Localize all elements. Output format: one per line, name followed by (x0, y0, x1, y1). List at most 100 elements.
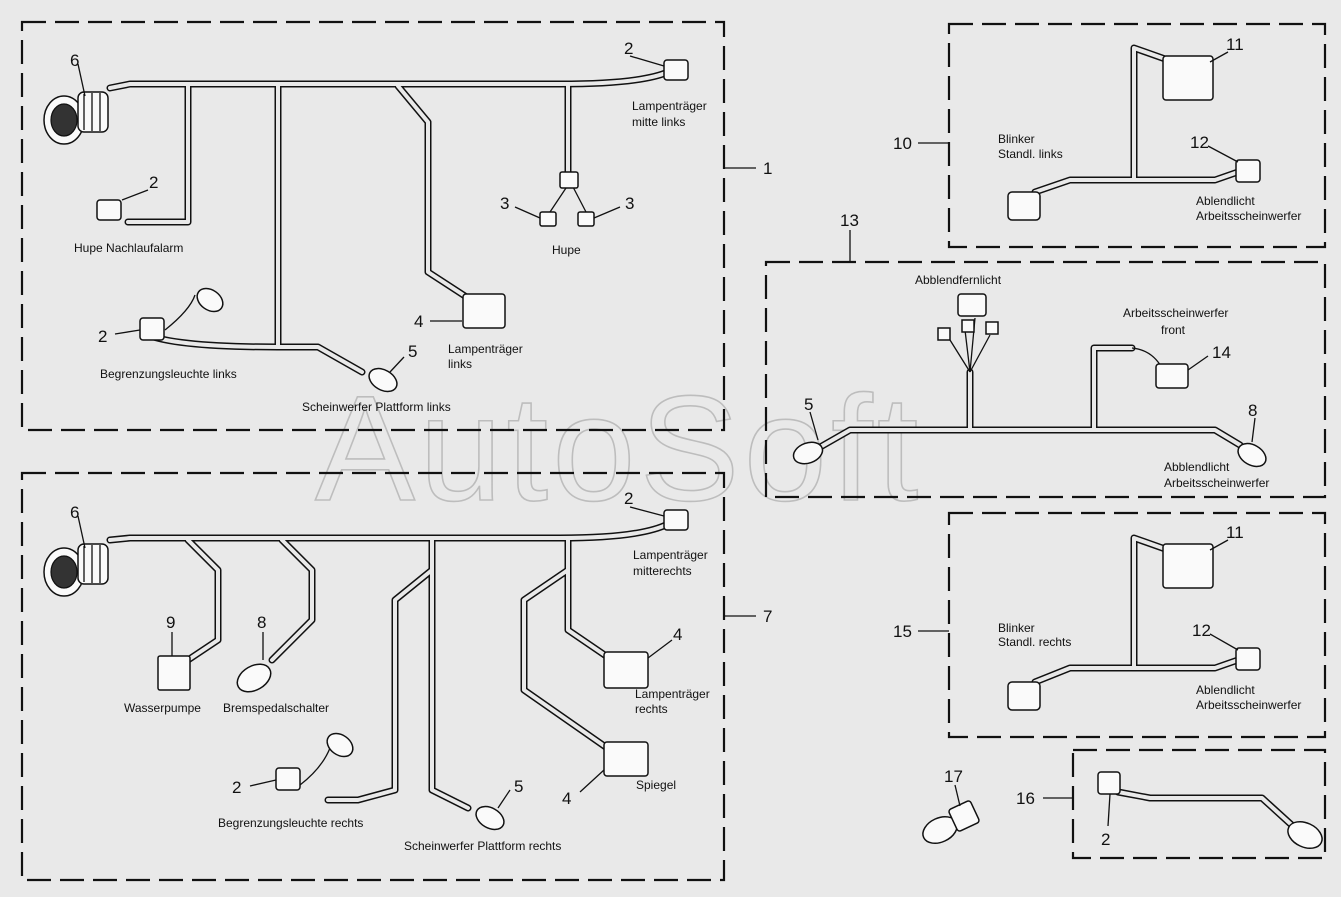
label-abblendlicht-arbeitsscheinwerfer: Abblendlicht (1164, 460, 1230, 474)
callout-11: 11 (1226, 35, 1244, 54)
multi-pin-connector-icon (1162, 55, 1214, 101)
terminal-icon (985, 321, 999, 335)
harness-1-wires (106, 68, 672, 376)
label-ablendlicht-arbeitsscheinwerfer: Ablendlicht (1196, 194, 1255, 208)
harness-15-connectors (1007, 543, 1261, 711)
frame-harness-7 (20, 471, 726, 882)
callout-2: 2 (1101, 830, 1110, 849)
harness-13-wires (811, 317, 1244, 454)
watermark: AutoSoft (315, 364, 922, 532)
label-wasserpumpe: Wasserpumpe (124, 701, 201, 715)
callout-9: 9 (166, 613, 175, 632)
multi-pin-connector-icon (1162, 543, 1214, 589)
terminal-icon (937, 327, 951, 341)
label-scheinwerfer-plattform-links: Scheinwerfer Plattform links (302, 400, 451, 414)
label-lampentraeger-mitterechts: mitterechts (633, 564, 692, 578)
label-bremspedalschalter: Bremspedalschalter (223, 701, 329, 715)
label-spiegel: Spiegel (636, 778, 676, 792)
frame-harness-10 (947, 22, 1327, 249)
plug-connector-icon (957, 293, 987, 317)
plug-connector-icon (539, 211, 557, 227)
callout-12: 12 (1192, 621, 1211, 640)
callout-17: 17 (944, 767, 963, 786)
harness-16-wires (1114, 788, 1299, 832)
plug-connector-icon (663, 509, 689, 531)
label-ablendlicht-arbeitsscheinwerfer: Arbeitsscheinwerfer (1196, 209, 1301, 223)
callout-2: 2 (624, 39, 633, 58)
plug-connector-icon (1235, 647, 1261, 671)
harness-1-connectors (43, 59, 689, 393)
plug-connector-icon (663, 59, 689, 81)
label-lampentraeger-rechts: Lampenträger (635, 687, 710, 701)
label-lampentraeger-mitte-links: Lampenträger (632, 99, 707, 113)
harness-7-wires (106, 520, 672, 812)
sealed-connector-icon (236, 663, 272, 693)
lamp-socket-icon (462, 293, 506, 329)
sealed-connector-icon (196, 287, 224, 313)
plug-connector-icon (96, 199, 122, 221)
lamp-socket-icon (603, 651, 649, 689)
plug-connector-icon (139, 317, 165, 341)
lamp-socket-icon (603, 741, 649, 777)
plug-connector-icon (1007, 191, 1041, 221)
plug-connector-icon (1155, 363, 1189, 389)
callout-2: 2 (98, 327, 107, 346)
callout-12: 12 (1190, 133, 1209, 152)
callout-5: 5 (804, 395, 813, 414)
label-abblendfernlicht: Abblendfernlicht (915, 273, 1002, 287)
plug-connector-icon (157, 655, 191, 691)
label-lampentraeger-rechts: rechts (635, 702, 668, 716)
label-arbeitsscheinwerfer-front: Arbeitsscheinwerfer (1123, 306, 1228, 320)
callout-15: 15 (893, 622, 912, 641)
harness-7-connectors (43, 509, 689, 831)
plug-connector-icon (1007, 681, 1041, 711)
harness-10-connectors (1007, 55, 1261, 221)
callout-8: 8 (1248, 401, 1257, 420)
label-begrenzungsleuchte-links: Begrenzungsleuchte links (100, 367, 237, 381)
callout-4: 4 (562, 789, 571, 808)
label-blinker-standl-rechts: Blinker (998, 621, 1035, 635)
label-scheinwerfer-plattform-rechts: Scheinwerfer Plattform rechts (404, 839, 561, 853)
terminal-icon (961, 319, 975, 333)
callout-16: 16 (1016, 789, 1035, 808)
callout-3: 3 (500, 194, 509, 213)
plug-connector-icon (1097, 771, 1121, 795)
harness-13-connectors (792, 293, 1267, 468)
label-lampentraeger-mitterechts: Lampenträger (633, 548, 708, 562)
round-connector-icon (43, 543, 109, 597)
label-lampentraeger-links: links (448, 357, 472, 371)
round-connector-icon (43, 91, 109, 145)
callout-4: 4 (414, 312, 423, 331)
sealed-connector-icon (792, 441, 824, 465)
callout-8: 8 (257, 613, 266, 632)
sealed-connector-icon (475, 805, 505, 831)
label-ablendlicht-arbeitsscheinwerfer: Arbeitsscheinwerfer (1196, 698, 1301, 712)
sealed-connector-part-17-icon (922, 800, 980, 845)
sealed-connector-icon (326, 732, 354, 758)
label-begrenzungsleuchte-rechts: Begrenzungsleuchte rechts (218, 816, 363, 830)
frame-harness-1 (20, 20, 726, 432)
label-blinker-standl-links: Blinker (998, 132, 1035, 146)
harness-10-wires (1031, 44, 1242, 196)
callout-14: 14 (1212, 343, 1231, 362)
sealed-connector-icon (368, 367, 398, 393)
callout-11: 11 (1226, 523, 1244, 542)
plug-connector-icon (559, 171, 579, 189)
frame-harness-15 (947, 511, 1327, 739)
callout-2: 2 (232, 778, 241, 797)
sealed-connector-icon (1237, 442, 1267, 468)
callout-5: 5 (408, 342, 417, 361)
frame-harness-13 (764, 260, 1327, 499)
label-lampentraeger-mitte-links: mitte links (632, 115, 685, 129)
plug-connector-icon (1235, 159, 1261, 183)
label-abblendlicht-arbeitsscheinwerfer: Arbeitsscheinwerfer (1164, 476, 1269, 490)
callout-2: 2 (624, 489, 633, 508)
label-blinker-standl-links: Standl. links (998, 147, 1063, 161)
frame-harness-16 (1071, 748, 1327, 860)
callout-5: 5 (514, 777, 523, 796)
sealed-connector-icon (1287, 820, 1323, 850)
label-blinker-standl-rechts: Standl. rechts (998, 635, 1071, 649)
harness-15-wires (1031, 534, 1242, 686)
label-arbeitsscheinwerfer-front: front (1161, 323, 1186, 337)
